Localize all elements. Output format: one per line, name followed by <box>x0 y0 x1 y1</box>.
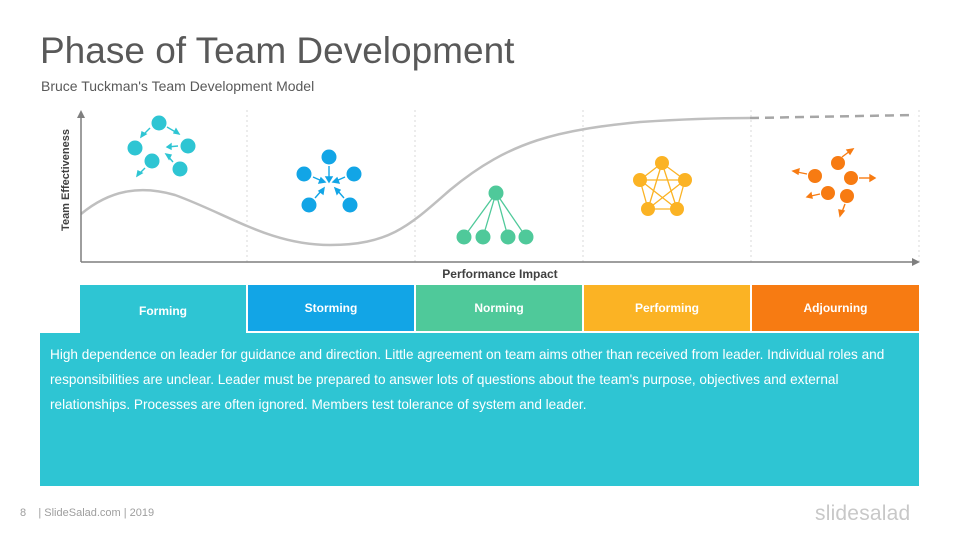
scattered-nodes-icon <box>127 115 196 178</box>
tab-forming-label: Forming <box>139 303 187 318</box>
tab-adjourning-label: Adjourning <box>803 301 868 315</box>
footer-source: | SlideSalad.com | 2019 <box>38 507 155 519</box>
team-development-diagram: Team Effectiveness Performance Impact <box>60 110 920 281</box>
tab-forming[interactable]: Forming <box>80 285 246 333</box>
phase-dividers <box>246 110 920 262</box>
page-title: Phase of Team Development <box>40 30 515 71</box>
slidesalad-logo: slidesalad <box>815 502 911 525</box>
page-subtitle: Bruce Tuckman's Team Development Model <box>41 78 315 94</box>
footer: 8 | SlideSalad.com | 2019 <box>20 507 154 519</box>
tab-performing[interactable]: Performing <box>584 285 750 331</box>
effectiveness-curve <box>80 116 751 247</box>
y-axis-label: Team Effectiveness <box>60 129 72 231</box>
tab-norming-label: Norming <box>474 301 524 315</box>
converging-nodes-icon <box>296 149 362 213</box>
connected-pentagon-icon <box>633 156 692 216</box>
dispersing-nodes-icon <box>791 148 877 218</box>
phase-tabs: Forming Storming Norming Performing Adjo… <box>80 285 920 333</box>
tab-storming[interactable]: Storming <box>248 285 414 331</box>
phase-description-panel: High dependence on leader for guidance a… <box>40 333 919 486</box>
effectiveness-curve-projection <box>749 113 916 120</box>
tab-storming-label: Storming <box>304 301 358 315</box>
hierarchy-nodes-icon <box>456 185 534 245</box>
x-axis-label: Performance Impact <box>442 267 557 281</box>
tab-performing-label: Performing <box>634 301 699 315</box>
page-number: 8 <box>20 507 27 519</box>
phase-description: High dependence on leader for guidance a… <box>50 347 885 412</box>
tab-norming[interactable]: Norming <box>416 285 582 331</box>
tab-adjourning[interactable]: Adjourning <box>752 285 919 331</box>
